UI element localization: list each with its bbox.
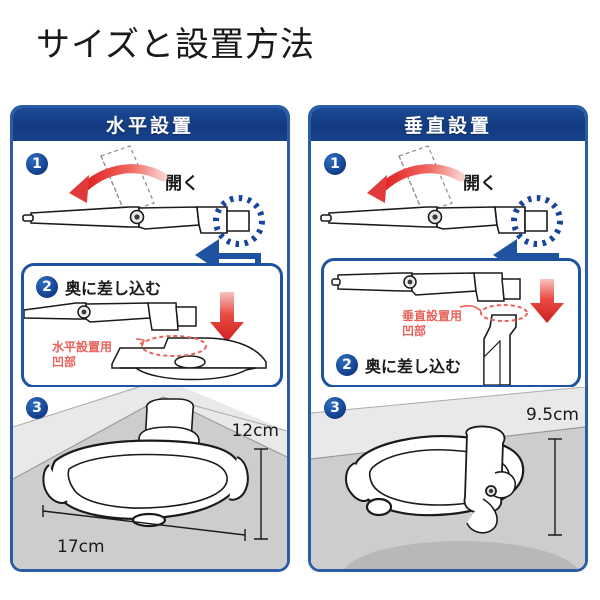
step-1-action-label: 開く [463,174,497,194]
step-3-illustration [311,387,585,569]
dimension-height-label: 12cm [231,421,279,441]
width-dimension-line [42,505,246,541]
step-3-horizontal: 3 12cm 17cm [13,387,287,569]
recess-note-line-2: 凹部 [402,324,427,338]
step-2-action-label: 奥に差し込む [65,279,162,298]
step-1-vertical: 1 開く [311,141,585,263]
down-red-arrow-icon [530,279,564,323]
step-3-illustration [13,387,287,569]
panel-vertical-installation: 垂直設置 1 開く [308,105,588,572]
panel-horizontal-installation: 水平設置 1 開く [10,105,290,572]
clamp-body-icon [22,206,250,234]
step-2-recess-note: 垂直設置用 凹部 [402,309,462,339]
step-badge-1: 1 [324,153,346,175]
dimension-height-label: 9.5cm [526,405,579,425]
blue-dashed-circle-icon [511,195,563,247]
step-3-vertical: 3 9.5cm [311,387,585,569]
dimension-width-label: 17cm [57,537,105,557]
down-red-arrow-icon [210,292,244,342]
step-1-illustration [22,145,265,247]
clamp-arm-icon [331,272,521,302]
panel-header-label: 垂直設置 [403,115,492,137]
panel-header-vertical: 垂直設置 [311,108,585,141]
height-dimension-line [548,438,562,536]
clamp-arm-icon [24,302,197,331]
mount-base-icon [111,337,267,381]
step-badge-3: 3 [26,397,48,419]
ghost-bar-icon [100,145,155,214]
step-badge-2: 2 [36,276,58,298]
step-2-headline: 2 奥に差し込む [36,275,161,299]
panel-header-label: 水平設置 [105,115,194,137]
step-2-action-label: 奥に差し込む [365,357,462,376]
step-2-illustration [24,292,267,381]
step-badge-1: 1 [26,153,48,175]
step-2-illustration [331,272,564,385]
step-badge-2: 2 [336,354,358,376]
curved-red-arrow-icon [69,164,168,203]
recess-highlight-icon [135,335,207,357]
step-2-headline: 2 奥に差し込む [336,353,461,377]
height-dimension-line [254,448,268,540]
step-1-illustration [320,145,563,247]
mount-bracket-icon [463,425,517,534]
step-1-horizontal: 1 開く [13,141,287,263]
page-title: サイズと設置方法 [36,25,315,65]
panel-header-horizontal: 水平設置 [13,108,287,141]
towel-ring-horizontal-icon [42,439,249,528]
curved-red-arrow-icon [367,164,466,203]
step-2-callout-vertical: 垂直設置用 凹部 2 奥に差し込む [321,258,581,388]
mount-post-icon [483,314,517,385]
recess-highlight-icon [459,304,528,322]
ghost-bar-icon [398,145,453,214]
blue-dashed-circle-icon [213,195,265,247]
step-2-recess-note: 水平設置用 凹部 [52,340,112,370]
recess-note-line-2: 凹部 [52,355,77,369]
step-badge-3: 3 [324,397,346,419]
step-2-callout-horizontal: 2 奥に差し込む 水平設置用 凹部 [21,263,283,388]
clamp-body-icon [320,206,548,234]
recess-note-line-1: 水平設置用 [52,340,113,354]
recess-note-line-1: 垂直設置用 [402,309,463,323]
step-1-action-label: 開く [165,174,199,194]
